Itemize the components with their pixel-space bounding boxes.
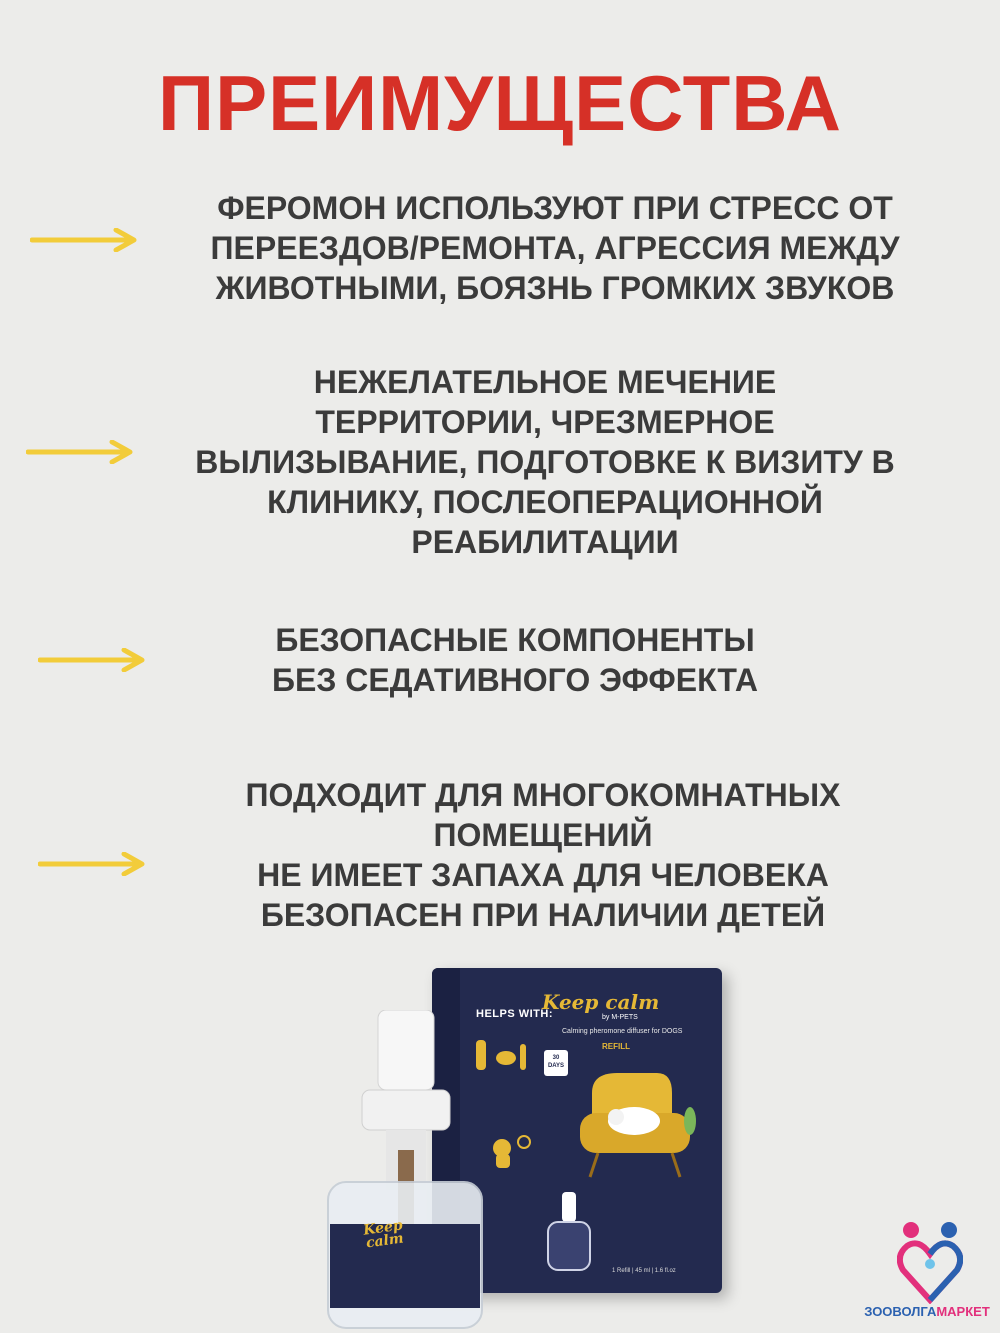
benefit-block-3: БЕЗОПАСНЫЕ КОМПОНЕНТЫ БЕЗ СЕДАТИВНОГО ЭФ… xyxy=(150,620,880,700)
logo-text-volga: ВОЛГА xyxy=(892,1304,937,1319)
benefit-line: НЕ ИМЕЕТ ЗАПАХА ДЛЯ ЧЕЛОВЕКА xyxy=(257,857,829,893)
arrow-right-icon xyxy=(26,440,136,464)
box-footer: 1 Refill | 45 ml | 1.6 fl.oz xyxy=(612,1268,676,1274)
logo-text: ЗООВОЛГАМАРКЕТ xyxy=(862,1304,992,1319)
arrow-right-icon xyxy=(38,648,148,672)
page-title: ПРЕИМУЩЕСТВА xyxy=(158,59,842,147)
product-box: HELPS WITH: Keep calm by M-PETS Calming … xyxy=(432,968,722,1293)
logo-text-market: МАРКЕТ xyxy=(936,1304,990,1319)
symptom-icons xyxy=(476,1040,531,1168)
benefit-line: ПЕРЕЕЗДОВ/РЕМОНТА, АГРЕССИЯ МЕЖДУ xyxy=(210,230,900,266)
benefit-line: ФЕРОМОН ИСПОЛЬЗУЮТ ПРИ СТРЕСС ОТ xyxy=(217,190,893,226)
zoovolgamarket-logo: ЗООВОЛГАМАРКЕТ xyxy=(862,1218,992,1328)
box-description: Calming pheromone diffuser for DOGS xyxy=(562,1028,683,1035)
benefit-line: БЕЗ СЕДАТИВНОГО ЭФФЕКТА xyxy=(271,662,759,698)
benefit-line: БЕЗОПАСНЫЕ КОМПОНЕНТЫ xyxy=(275,622,755,658)
arrow-right-icon xyxy=(30,228,140,252)
arrow-right-icon xyxy=(38,852,148,876)
benefit-block-1: ФЕРОМОН ИСПОЛЬЗУЮТ ПРИ СТРЕСС ОТ ПЕРЕЕЗД… xyxy=(190,188,920,308)
mini-bottle-icon xyxy=(547,1192,591,1271)
helps-with-label: HELPS WITH: xyxy=(476,1008,553,1020)
benefit-block-2: НЕЖЕЛАТЕЛЬНОЕ МЕЧЕНИЕ ТЕРРИТОРИИ, ЧРЕЗМЕ… xyxy=(180,362,910,562)
benefit-line: ПОДХОДИТ ДЛЯ МНОГОКОМНАТНЫХ xyxy=(245,777,841,813)
benefit-line: КЛИНИКУ, ПОСЛЕОПЕРАЦИОННОЙ xyxy=(267,484,823,520)
box-brand-by: by M-PETS xyxy=(602,1014,638,1021)
heart-family-icon xyxy=(897,1222,963,1304)
benefit-line: ТЕРРИТОРИИ, ЧРЕЗМЕРНОЕ xyxy=(315,404,775,440)
benefit-block-4: ПОДХОДИТ ДЛЯ МНОГОКОМНАТНЫХ ПОМЕЩЕНИЙ НЕ… xyxy=(178,775,908,935)
box-refill-label: REFILL xyxy=(602,1042,630,1051)
product-image: HELPS WITH: Keep calm by M-PETS Calming … xyxy=(300,960,740,1330)
benefit-line: ЖИВОТНЫМИ, БОЯЗНЬ ГРОМКИХ ЗВУКОВ xyxy=(215,270,895,306)
logo-text-zoo: ЗОО xyxy=(864,1304,893,1319)
benefit-line: ВЫЛИЗЫВАНИЕ, ПОДГОТОВКЕ К ВИЗИТУ В xyxy=(195,444,895,480)
benefit-line: ПОМЕЩЕНИЙ xyxy=(433,817,653,853)
days-badge: 30 DAYS xyxy=(544,1050,568,1076)
box-brand: Keep calm xyxy=(542,990,660,1014)
benefit-line: РЕАБИЛИТАЦИИ xyxy=(411,524,679,560)
benefit-line: НЕЖЕЛАТЕЛЬНОЕ МЕЧЕНИЕ xyxy=(313,364,777,400)
refill-bottle xyxy=(327,1010,483,1329)
benefit-line: БЕЗОПАСЕН ПРИ НАЛИЧИИ ДЕТЕЙ xyxy=(260,897,826,933)
armchair-illustration xyxy=(580,1073,696,1178)
